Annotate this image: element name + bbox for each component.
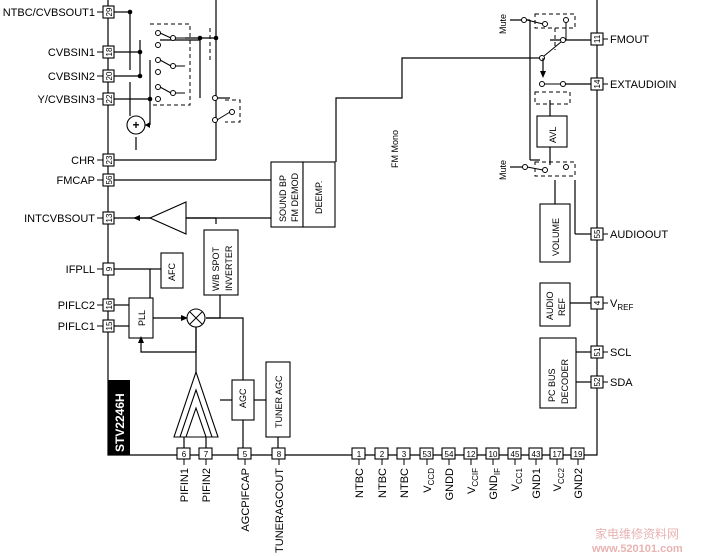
pin-number-56: 56 <box>105 175 114 184</box>
pin-number-11: 11 <box>593 34 602 43</box>
pin-number-14: 14 <box>593 79 602 88</box>
pin-label-ntbc-2: NTBC <box>377 468 389 498</box>
pin-number-54: 54 <box>445 450 454 459</box>
pin-label-sda: SDA <box>610 377 633 389</box>
agc-label: AGC <box>238 388 248 408</box>
pin-number-7: 7 <box>204 450 209 459</box>
pin-number-12: 12 <box>467 450 476 459</box>
summing-plus-icon: + <box>132 118 139 132</box>
pin-label-piflc2: PIFLC2 <box>58 300 95 312</box>
pin-label-fmcap: FMCAP <box>57 175 96 187</box>
pin-number-16: 16 <box>105 300 114 309</box>
pin-label-gndif: GNDIF <box>488 468 502 500</box>
tuner-agc-label: TUNER AGC <box>274 375 284 428</box>
wb-spot-inverter-block <box>203 229 239 296</box>
pin-number-9: 9 <box>105 266 114 271</box>
pin-label-cvbsin1: CVBSIN1 <box>48 47 95 59</box>
pin-label-vref: VREF <box>610 298 633 312</box>
pin-label-gnd1: GND1 <box>531 468 543 499</box>
afc-block <box>160 252 184 289</box>
pin-label-fmout: FMOUT <box>610 34 649 46</box>
pll-label: PLL <box>137 310 147 326</box>
pin-label-tuneragcout: TUNERAGCOUT <box>274 468 286 553</box>
pin-number-52: 52 <box>593 377 602 386</box>
pin-label-ntbc-1: NTBC <box>354 468 366 498</box>
pin-number-1: 1 <box>357 450 362 459</box>
pin-label-extaudioin: EXTAUDIOIN <box>610 79 676 91</box>
pin-number-23: 23 <box>105 155 114 164</box>
pin-label-scl: SCL <box>610 347 631 359</box>
video-buffer-amplifier <box>148 201 187 235</box>
sound-bp-label-2: FM DEMOD <box>290 173 300 222</box>
deemp-label: DEEMP. <box>314 181 324 214</box>
if-amp-stage-3 <box>185 406 207 438</box>
afc-label: AFC <box>167 262 177 281</box>
pin-number-55: 55 <box>593 229 602 238</box>
pin-label-pifin1: PIFIN1 <box>179 468 191 502</box>
mute-label-top: Mute <box>498 14 508 34</box>
pin-label-y-cvbsin3: Y/CVBSIN3 <box>38 94 95 106</box>
pin-number-19: 19 <box>574 450 583 459</box>
pin-number-53: 53 <box>423 450 432 459</box>
watermark-text: 家电维修资料网 <box>595 526 679 541</box>
audio-ref-block <box>539 282 571 327</box>
pin-label-chr: CHR <box>71 155 95 167</box>
pin-label-vccd: VCCD <box>422 468 436 493</box>
avl-block <box>536 115 568 148</box>
pin-number-2: 2 <box>380 450 385 459</box>
sound-bp-block <box>270 161 304 228</box>
pin-label-gndd: GNDD <box>444 468 456 500</box>
pin-label-gnd2: GND2 <box>573 468 585 499</box>
pin-label-audioout: AUDIOOUT <box>610 229 668 241</box>
audio-ref-label-1: AUDIO <box>545 291 555 320</box>
pin-label-vcc1: VCC1 <box>510 467 524 491</box>
mute-label-bottom: Mute <box>498 160 508 180</box>
pin-number-6: 6 <box>182 450 187 459</box>
pin-number-3: 3 <box>402 450 407 459</box>
pin-number-15: 15 <box>105 321 114 330</box>
pin-label-vccif: VCCIF <box>466 468 480 494</box>
watermark-url: www.520101.com <box>591 543 683 555</box>
wb-spot-label-1: W/B SPOT <box>211 246 221 291</box>
audio-ref-label-2: REF <box>557 297 567 316</box>
pin-label-agcpifcap: AGCPIFCAP <box>240 468 252 532</box>
pin-number-4: 4 <box>593 300 602 305</box>
pin-number-8: 8 <box>277 450 282 459</box>
chip-name-bar <box>108 380 130 455</box>
pin-label-vcc2: VCC2 <box>552 467 566 491</box>
pin-label-intcvbsout: INTCVBSOUT <box>24 213 95 225</box>
pin-label-ntbc-3: NTBC <box>399 468 411 498</box>
pin-number-22: 22 <box>105 94 114 103</box>
pin-label-cvbsin2: CVBSIN2 <box>48 71 95 83</box>
i2c-decoder-label-1: PC BUS <box>547 368 557 402</box>
pin-number-51: 51 <box>593 347 602 356</box>
chip-name: STV2246H <box>113 393 127 452</box>
pin-number-45: 45 <box>511 450 520 459</box>
pll-block <box>128 297 154 339</box>
pin-number-43: 43 <box>532 450 541 459</box>
deemp-block <box>302 161 336 228</box>
pin-number-10: 10 <box>489 450 498 459</box>
tuner-agc-block <box>265 361 291 438</box>
sound-bp-label-1: SOUND BP <box>278 175 288 222</box>
i2c-decoder-label-2: DECODER <box>560 358 570 404</box>
pin-label-piflc1: PIFLC1 <box>58 321 95 333</box>
pin-number-5: 5 <box>243 450 248 459</box>
pin-label-ifpll: IFPLL <box>66 264 95 276</box>
fm-mono-label: FM Mono <box>390 130 400 168</box>
pin-number-20: 20 <box>105 71 114 80</box>
i2c-bus-decoder-block <box>539 337 577 409</box>
volume-label: VOLUME <box>551 218 561 256</box>
pin-label-ntbc-cvbsout1: NTBC/CVBSOUT1 <box>3 7 95 19</box>
pin-number-18: 18 <box>105 47 114 56</box>
avl-label: AVL <box>548 127 558 143</box>
pin-label-pifin2: PIFIN2 <box>201 468 213 502</box>
pin-number-17: 17 <box>553 450 562 459</box>
pin-number-29: 29 <box>105 7 114 16</box>
wb-spot-label-2: INVERTER <box>224 245 234 291</box>
pin-number-13: 13 <box>105 213 114 222</box>
